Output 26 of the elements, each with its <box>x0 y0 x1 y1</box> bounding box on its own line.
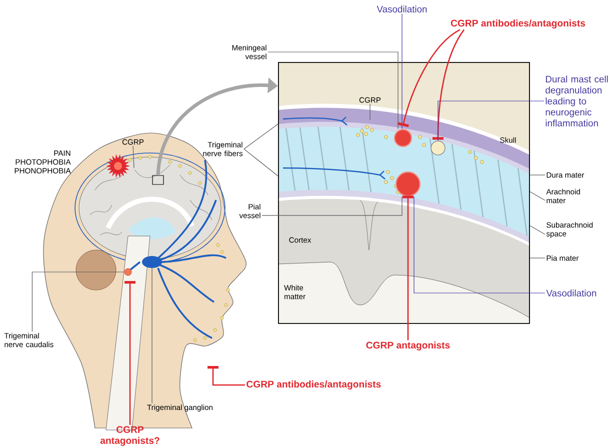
leader-line <box>414 196 546 294</box>
leader-line <box>244 124 278 150</box>
drug-label: CGRP antagonists? <box>100 426 160 446</box>
annotation-label: Dural mast cell degranulation leading to neurogenic inflammation <box>546 76 608 126</box>
leader-line <box>438 100 544 142</box>
annotation-label: Vasodilation <box>376 6 427 12</box>
leader-line <box>244 148 278 176</box>
drug-label: CGRP antibodies/antagonists <box>450 20 586 28</box>
leader-line <box>268 52 398 130</box>
annotation-label: Vasodilation <box>546 290 596 296</box>
mast-cell <box>430 140 446 156</box>
blood-vessel <box>395 171 421 197</box>
leader-line <box>530 191 546 201</box>
leader-line <box>32 272 124 332</box>
leader-line <box>132 146 134 168</box>
inhibition-line <box>432 29 465 140</box>
leader-line <box>530 174 546 176</box>
leader-line <box>530 225 546 235</box>
drug-label: CGRP antagonists <box>366 342 450 350</box>
zoom-box <box>152 175 164 185</box>
inhibition-line <box>208 366 245 386</box>
inhibition-line <box>124 281 136 425</box>
leader-line <box>262 196 402 216</box>
blood-vessel <box>394 128 412 148</box>
drug-label: CGRP antibodies/antagonists <box>246 380 381 390</box>
inhibition-line <box>402 196 414 340</box>
